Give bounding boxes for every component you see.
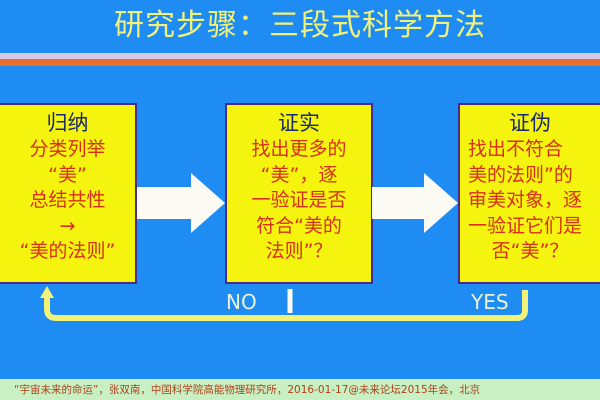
footer-band: “宇宙未来的命运”，张双南，中国科学院高能物理研究所，2016-01-17@未来… <box>0 379 600 400</box>
step-line: 找出不符合 <box>468 138 564 160</box>
footer-citation: “宇宙未来的命运”，张双南，中国科学院高能物理研究所，2016-01-17@未来… <box>14 384 481 396</box>
step-line: 分类列举 <box>29 138 106 160</box>
step-line: “美的法则” <box>19 240 116 262</box>
step-line: 否“美”？ <box>491 240 569 262</box>
step-line: 美的法则”的 <box>468 163 573 186</box>
step-box-induction: 归纳 分类列举 “美” 总结共性 → “美的法则” <box>0 103 137 284</box>
step-line: 一验证是否 <box>251 189 347 211</box>
step-line: “美”，逐 <box>260 163 338 186</box>
step-title: 证伪 <box>509 111 551 135</box>
step-title: 证实 <box>278 111 320 135</box>
step-line: 审美对象，逐 <box>468 189 583 211</box>
step-box-falsification: 证伪 找出不符合 美的法则”的 审美对象，逐 一验证它们是 否“美”？ <box>458 103 600 284</box>
title-band: 研究步骤：三段式科学方法 <box>0 0 600 53</box>
title-divider-lavender <box>0 53 600 59</box>
yes-label: YES <box>471 290 509 314</box>
step-line: 总结共性 <box>29 189 106 211</box>
step-line: 找出更多的 <box>251 138 347 160</box>
step-line: 一验证它们是 <box>468 214 583 237</box>
feedback-loop-arrow-icon <box>40 286 528 321</box>
step-line: 符合“美的 <box>256 214 342 237</box>
step-title: 归纳 <box>46 111 89 135</box>
slide-title: 研究步骤：三段式科学方法 <box>114 7 486 43</box>
step-line: 法则”？ <box>265 240 333 262</box>
step-box-verification: 证实 找出更多的 “美”，逐 一验证是否 符合“美的 法则”？ <box>225 103 373 284</box>
right-arrow-icon <box>372 173 458 233</box>
title-divider-orange <box>0 59 600 66</box>
right-arrow-icon <box>137 173 225 233</box>
step-line: → <box>59 214 76 237</box>
step-line: “美” <box>48 163 87 186</box>
no-label: NO <box>226 290 257 314</box>
